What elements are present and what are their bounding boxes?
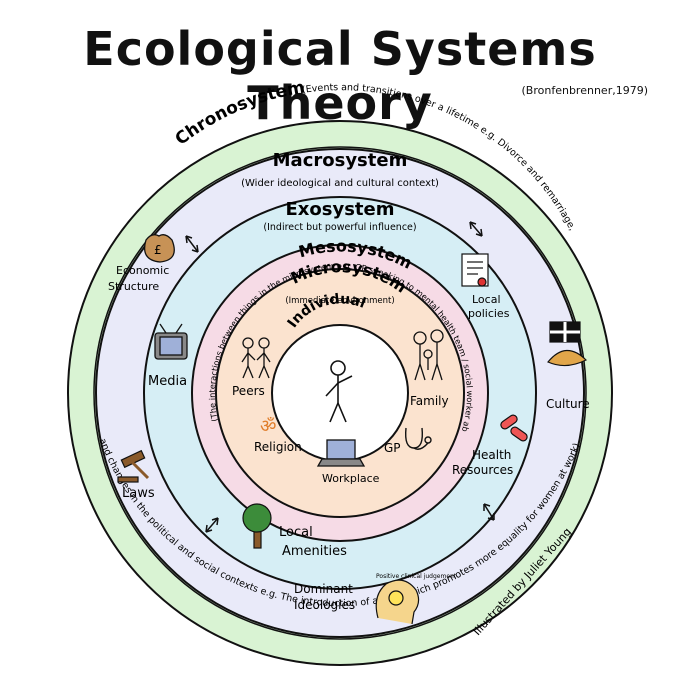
money-bag-icon (143, 234, 175, 263)
workplace-label: Workplace (322, 472, 380, 485)
family-label: Family (410, 394, 449, 408)
pound-icon: £ (154, 243, 162, 257)
stethoscope-icon (404, 427, 432, 450)
citation: (Bronfenbrenner,1979) (521, 84, 648, 97)
tv-icon (154, 323, 188, 360)
head-lightbulb-icon (375, 579, 420, 625)
om-icon: ॐ (260, 416, 276, 437)
family-icon (413, 329, 444, 381)
arrow-bottom-left-icon (205, 517, 219, 533)
exosystem-desc: (Indirect but powerful influence) (263, 222, 416, 233)
macrosystem-desc: (Wider ideological and cultural context) (241, 178, 439, 189)
arrow-bottom-right-icon (483, 503, 495, 521)
peers-label: Peers (232, 384, 265, 398)
chronosystem-inner-line (93, 146, 587, 640)
laws-label: Laws (122, 486, 155, 501)
exosystem-label: Exosystem (285, 199, 394, 220)
pills-icon (500, 414, 528, 442)
microsystem-desc: (Immediate environment) (285, 296, 394, 306)
arrow-top-right-icon (469, 221, 483, 237)
document-icon (461, 253, 489, 287)
media-label: Media (148, 374, 187, 389)
religion-label: Religion (254, 440, 302, 454)
tree-icon (242, 503, 272, 549)
gp-label: GP (384, 441, 401, 455)
macrosystem-label: Macrosystem (273, 150, 408, 171)
ideologies-bubble-text: Positive clinical judgement (376, 573, 457, 580)
laptop-icon (316, 439, 366, 467)
page-title: Ecological Systems Theory (83, 22, 597, 130)
arrow-top-left-icon (185, 235, 199, 253)
individual-figure-icon (325, 360, 353, 423)
flag-pasty-icon (547, 321, 588, 367)
peers-icon (241, 337, 271, 379)
gavel-icon (117, 449, 150, 483)
culture-label: Culture (546, 397, 590, 411)
interaction-arrows (185, 221, 495, 533)
